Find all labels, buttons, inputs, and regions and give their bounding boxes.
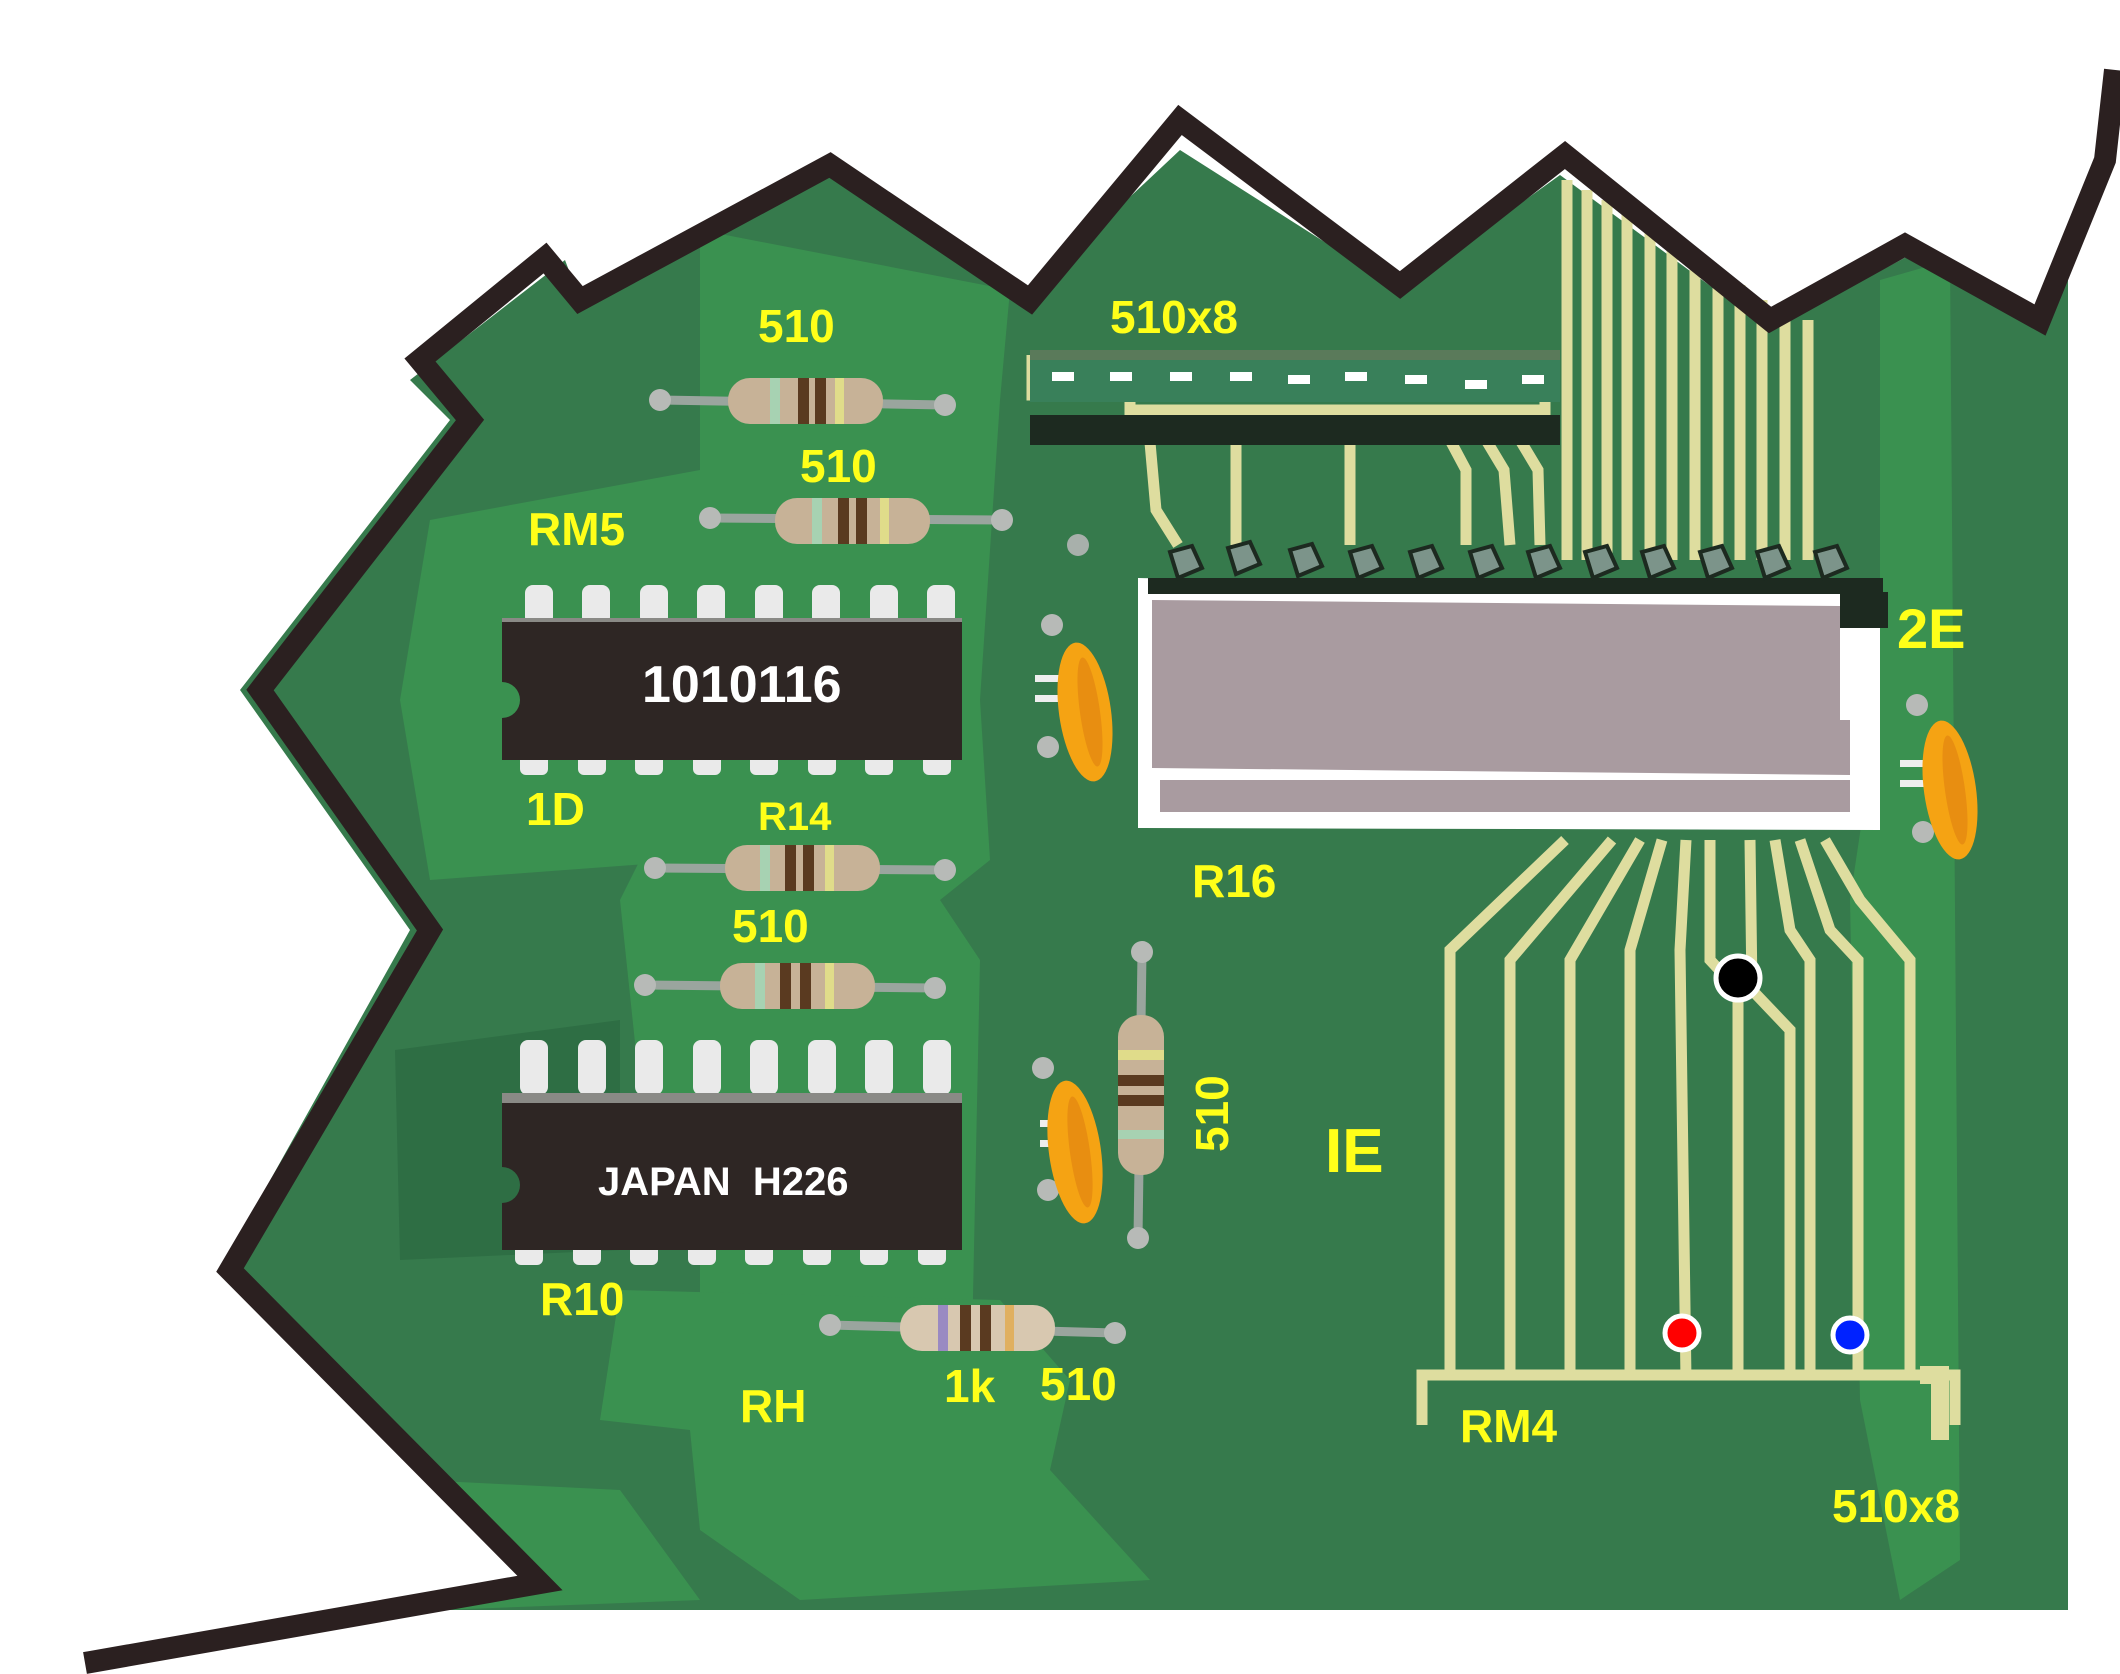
test-point-blue <box>1830 1315 1870 1355</box>
label-510-mid: 510 <box>732 900 809 952</box>
label-r10: R10 <box>540 1273 624 1325</box>
label-510-vertical: 510 <box>1186 1075 1238 1152</box>
label-1d: 1D <box>526 783 585 835</box>
silkscreen-labels: 510 510 RM5 1D R14 510 510 R16 IE 2E R10… <box>526 291 1966 1532</box>
resistor-510-vertical <box>1118 941 1164 1249</box>
test-point-red <box>1662 1313 1702 1353</box>
chip-lower-marking: JAPAN H226 <box>598 1160 848 1204</box>
capacitor-2 <box>1900 694 1978 860</box>
label-rm4: RM4 <box>1460 1400 1558 1452</box>
test-point-black <box>1713 953 1763 1003</box>
display-module <box>1138 539 1888 830</box>
test-points <box>1662 953 1870 1355</box>
label-510-top: 510 <box>758 300 835 352</box>
resistor-510-top <box>649 378 956 424</box>
resistor-network-top <box>1030 350 1560 445</box>
capacitor-3 <box>1032 1057 1103 1224</box>
label-ie: IE <box>1325 1117 1384 1186</box>
resistor-r14 <box>644 845 956 891</box>
resistor-510-second <box>699 498 1013 544</box>
resistor-510-mid <box>634 963 946 1009</box>
label-rh: RH <box>740 1380 806 1432</box>
chip-lower: JAPAN H226 <box>502 1040 962 1265</box>
label-r14: R14 <box>758 795 832 839</box>
label-1k: 1k <box>944 1360 996 1412</box>
label-rm5: RM5 <box>528 503 625 555</box>
label-510x8-top: 510x8 <box>1110 291 1238 343</box>
chip-upper-marking: 1010116 <box>642 656 842 714</box>
label-510x8-bottom: 510x8 <box>1832 1480 1960 1532</box>
board-break-outline <box>83 68 2120 1674</box>
label-r16: R16 <box>1192 855 1276 907</box>
label-510-second: 510 <box>800 440 877 492</box>
label-510-bottom: 510 <box>1040 1358 1117 1410</box>
resistor-1k <box>819 1305 1126 1351</box>
capacitor-1 <box>1035 614 1113 782</box>
label-2e: 2E <box>1897 597 1966 660</box>
via-pad <box>1067 534 1089 556</box>
chip-upper: 1010116 <box>502 585 962 775</box>
